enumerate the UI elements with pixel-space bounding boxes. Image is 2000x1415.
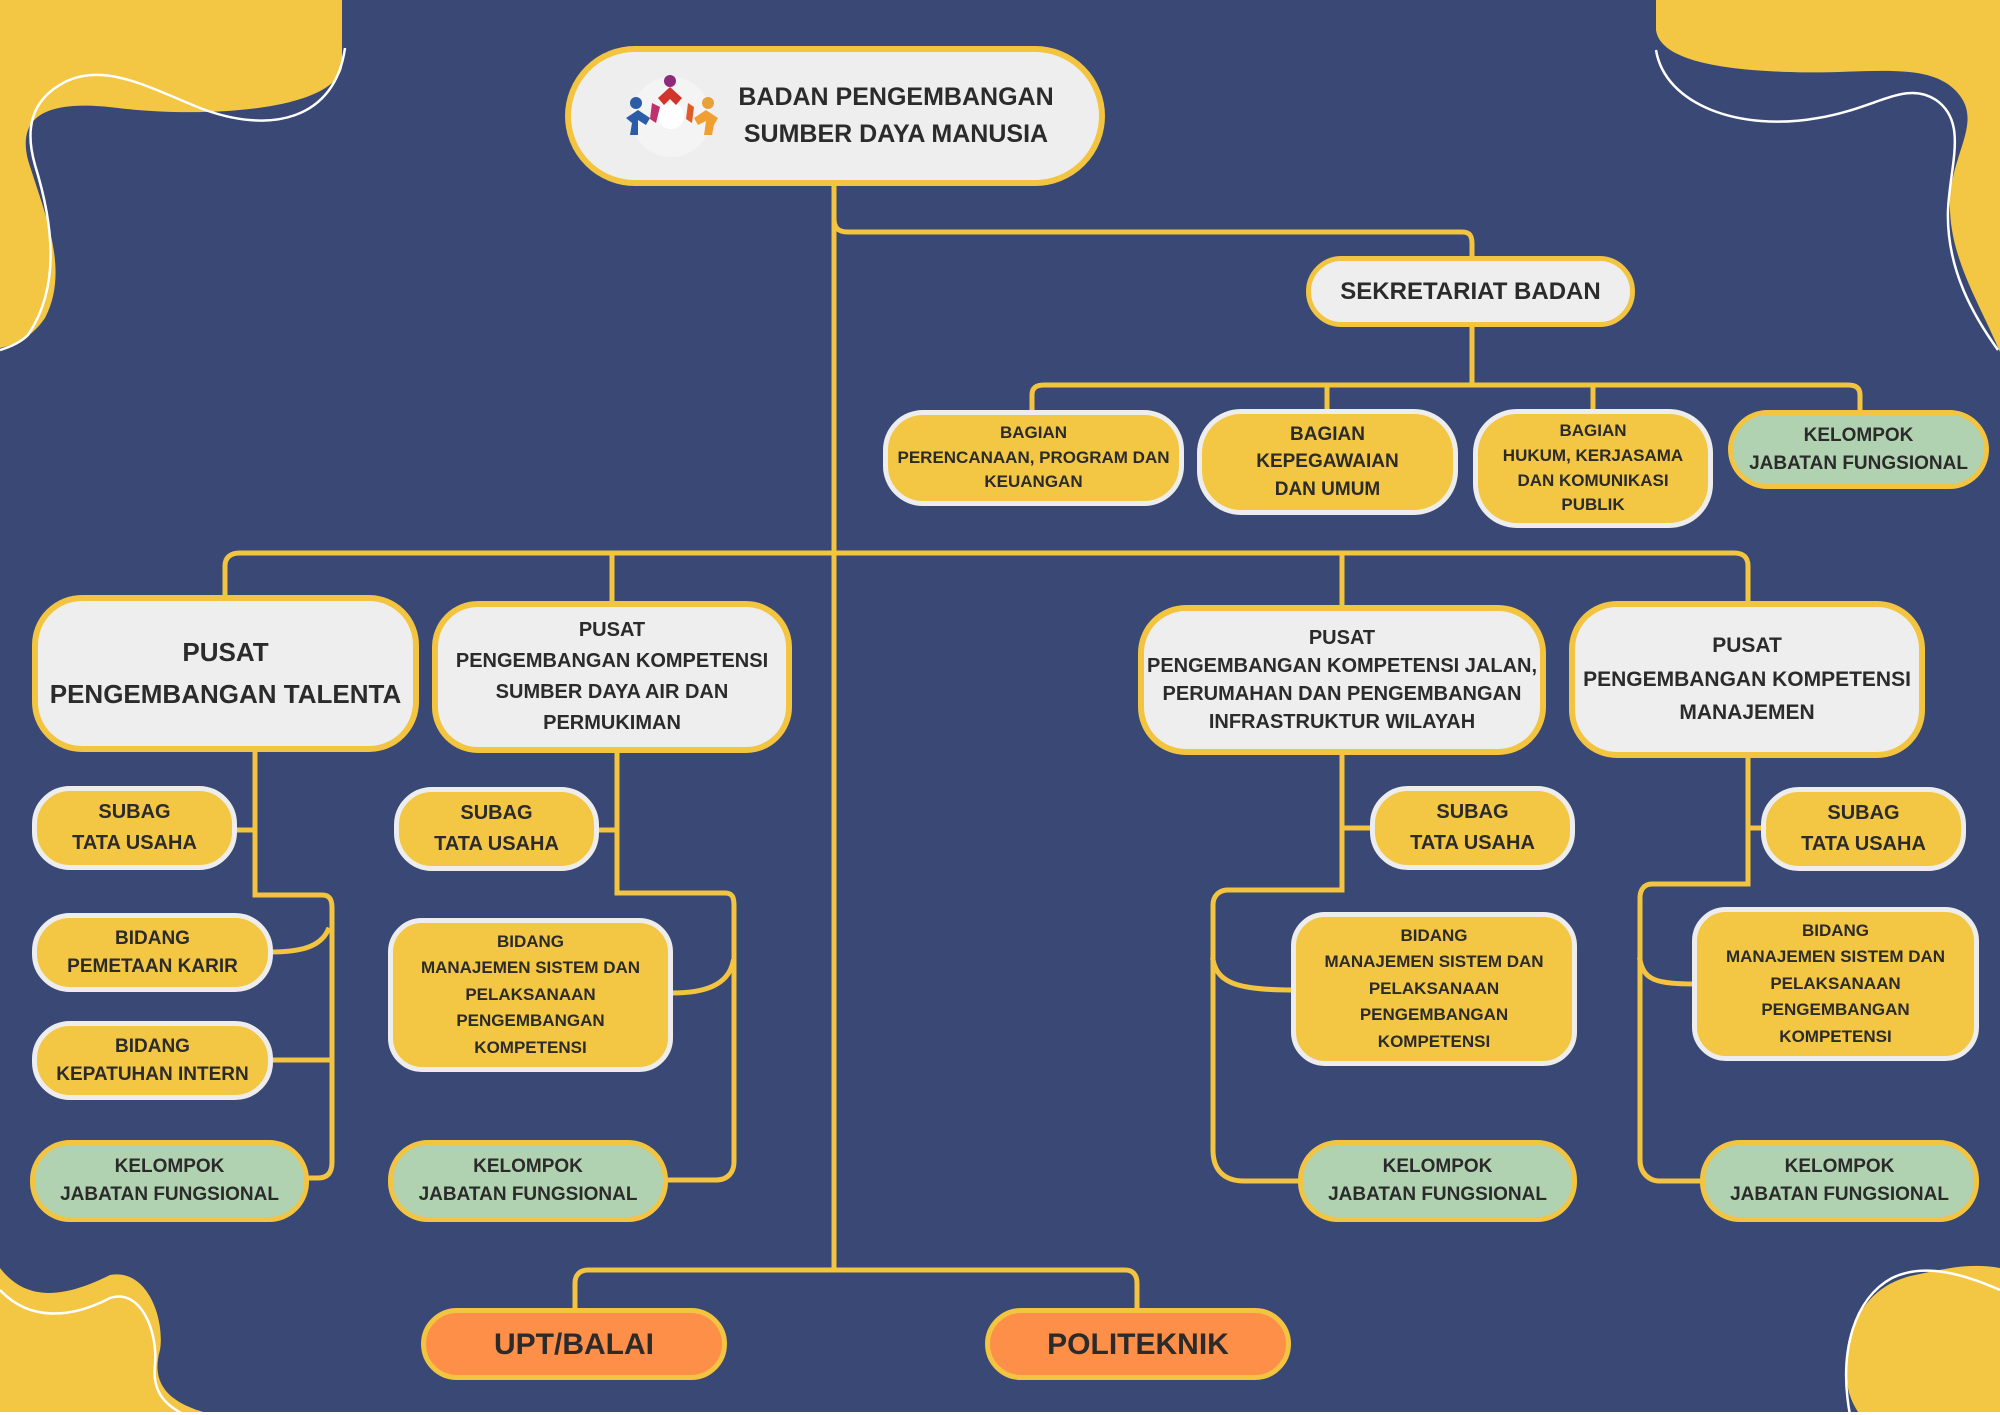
upt-balai-node: UPT/BALAI	[421, 1308, 727, 1380]
pusat-pengembangan-talenta: PUSAT PENGEMBANGAN TALENTA	[32, 595, 419, 752]
unit-label-line: KELOMPOK	[473, 1156, 583, 1178]
unit-label-line: KOMPETENSI	[1377, 1031, 1491, 1051]
unit-label-line: KELOMPOK	[1784, 1156, 1895, 1178]
unit-label-line: KOMPETENSI	[1779, 1026, 1892, 1046]
unit-label-line: MANAJEMEN SISTEM DAN	[420, 958, 641, 978]
unit-label-line: SUBAG	[1436, 801, 1509, 823]
pusat1-subag-tata-usaha: SUBAG TATA USAHA	[32, 786, 237, 870]
pusat-label-line: PUSAT	[578, 619, 646, 641]
unit-label-line: JABATAN FUNGSIONAL	[1749, 452, 1968, 474]
pusat-kompetensi-jalan-perumahan: PUSAT PENGEMBANGAN KOMPETENSI JALAN, PER…	[1138, 605, 1546, 755]
root-title-line-1: BADAN PENGEMBANGAN	[738, 82, 1054, 111]
pusat1-bidang-kepatuhan-intern: BIDANG KEPATUHAN INTERN	[32, 1021, 273, 1100]
unit-label-line: BAGIAN	[999, 423, 1068, 443]
pusat-label-line: PENGEMBANGAN KOMPETENSI JALAN,	[1146, 655, 1538, 677]
pusat-label-line: MANAJEMEN	[1679, 701, 1815, 725]
unit-label-line: KEPEGAWAIAN	[1256, 451, 1399, 473]
unit-label-line: KEUANGAN	[984, 472, 1083, 492]
root-node: BADAN PENGEMBANGAN SUMBER DAYA MANUSIA	[565, 46, 1105, 186]
unit-label-line: BAGIAN	[1290, 423, 1365, 445]
unit-label-line: KELOMPOK	[114, 1156, 225, 1178]
unit-label-line: BAGIAN	[1559, 421, 1627, 441]
people-circle-logo-icon	[626, 75, 719, 157]
pusat-label-line: PUSAT	[1712, 634, 1782, 658]
pusat3-kelompok-jf: KELOMPOK JABATAN FUNGSIONAL	[1298, 1140, 1577, 1222]
unit-label-line: TATA USAHA	[1801, 833, 1926, 855]
unit-label-line: BIDANG	[115, 927, 190, 949]
pusat2-subag-tata-usaha: SUBAG TATA USAHA	[394, 787, 599, 871]
pusat-label-line: PUSAT	[1308, 627, 1376, 649]
unit-label-line: PERENCANAAN, PROGRAM DAN	[897, 447, 1170, 467]
unit-label-line: DAN UMUM	[1274, 478, 1381, 500]
bottom-edge-strip	[0, 1412, 2000, 1415]
pusat-label-line: PENGEMBANGAN KOMPETENSI	[1583, 667, 1911, 691]
unit-label-line: TATA USAHA	[1410, 832, 1535, 854]
sekretariat-node: SEKRETARIAT BADAN	[1306, 256, 1635, 327]
unit-label-line: SUBAG	[460, 802, 533, 824]
unit-label-line: JABATAN FUNGSIONAL	[1730, 1184, 1949, 1205]
politeknik-node: POLITEKNIK	[985, 1308, 1291, 1380]
root-title-line-2: SUMBER DAYA MANUSIA	[743, 120, 1049, 148]
unit-label-line: PELAKSANAAN	[1770, 973, 1901, 993]
pusat2-kelompok-jf: KELOMPOK JABATAN FUNGSIONAL	[388, 1140, 668, 1222]
pusat-kompetensi-sda-permukiman: PUSAT PENGEMBANGAN KOMPETENSI SUMBER DAY…	[432, 601, 792, 753]
pusat-label-line: INFRASTRUKTUR WILAYAH	[1208, 711, 1476, 733]
unit-label-line: MANAJEMEN SISTEM DAN	[1324, 952, 1544, 972]
unit-label-line: BIDANG	[1400, 926, 1468, 946]
unit-label-line: SUBAG	[1827, 802, 1900, 824]
pusat-kompetensi-manajemen: PUSAT PENGEMBANGAN KOMPETENSI MANAJEMEN	[1569, 601, 1925, 758]
unit-label-line: DAN KOMUNIKASI	[1517, 470, 1669, 490]
pusat-label-line: PUSAT	[182, 636, 269, 667]
unit-label-line: BIDANG	[115, 1035, 190, 1057]
pusat-label-line: PENGEMBANGAN KOMPETENSI	[455, 650, 769, 672]
unit-label-line: JABATAN FUNGSIONAL	[1328, 1184, 1547, 1205]
unit-label-line: PUBLIK	[1561, 495, 1625, 515]
unit-label-line: KELOMPOK	[1382, 1156, 1493, 1178]
unit-label-line: JABATAN FUNGSIONAL	[60, 1184, 279, 1205]
pusat-label-line: PENGEMBANGAN TALENTA	[49, 678, 402, 709]
unit-label-line: KELOMPOK	[1803, 424, 1914, 446]
pusat2-bidang-manajemen-sistem: BIDANG MANAJEMEN SISTEM DAN PELAKSANAAN …	[388, 918, 673, 1072]
sekretariat-unit-kelompok-jf: KELOMPOK JABATAN FUNGSIONAL	[1728, 410, 1989, 489]
unit-label-line: SUBAG	[98, 801, 171, 823]
sekretariat-unit-hukum: BAGIAN HUKUM, KERJASAMA DAN KOMUNIKASI P…	[1473, 409, 1713, 528]
pusat-label-line: PERUMAHAN DAN PENGEMBANGAN	[1162, 683, 1522, 705]
unit-label-line: BIDANG	[1801, 921, 1870, 941]
unit-label-line: MANAJEMEN SISTEM DAN	[1725, 947, 1946, 967]
unit-label-line: TATA USAHA	[434, 833, 559, 855]
unit-label-line: HUKUM, KERJASAMA	[1502, 445, 1684, 465]
unit-label-line: PENGEMBANGAN	[1761, 1000, 1910, 1020]
unit-label-line: PELAKSANAAN	[465, 984, 596, 1004]
politeknik-label: POLITEKNIK	[1047, 1327, 1229, 1361]
unit-label-line: TATA USAHA	[72, 832, 197, 854]
unit-label-line: JABATAN FUNGSIONAL	[418, 1184, 638, 1205]
upt-balai-label: UPT/BALAI	[494, 1327, 654, 1361]
pusat3-subag-tata-usaha: SUBAG TATA USAHA	[1370, 786, 1575, 870]
pusat4-bidang-manajemen-sistem: BIDANG MANAJEMEN SISTEM DAN PELAKSANAAN …	[1692, 907, 1979, 1061]
unit-label-line: KOMPETENSI	[474, 1037, 587, 1057]
pusat1-kelompok-jf: KELOMPOK JABATAN FUNGSIONAL	[30, 1140, 309, 1222]
unit-label-line: PEMETAAN KARIR	[67, 955, 238, 977]
pusat4-kelompok-jf: KELOMPOK JABATAN FUNGSIONAL	[1700, 1140, 1979, 1222]
sekretariat-unit-kepegawaian: BAGIAN KEPEGAWAIAN DAN UMUM	[1197, 409, 1458, 515]
unit-label-line: PELAKSANAAN	[1368, 978, 1500, 998]
unit-label-line: BIDANG	[496, 932, 565, 952]
pusat1-bidang-pemetaan-karir: BIDANG PEMETAAN KARIR	[32, 913, 273, 992]
pusat4-subag-tata-usaha: SUBAG TATA USAHA	[1761, 787, 1966, 871]
pusat-label-line: PERMUKIMAN	[543, 712, 681, 734]
pusat3-bidang-manajemen-sistem: BIDANG MANAJEMEN SISTEM DAN PELAKSANAAN …	[1291, 912, 1577, 1066]
pusat-label-line: SUMBER DAYA AIR DAN	[495, 681, 729, 703]
sekretariat-unit-perencanaan: BAGIAN PERENCANAAN, PROGRAM DAN KEUANGAN	[883, 410, 1184, 506]
unit-label-line: KEPATUHAN INTERN	[56, 1063, 249, 1085]
sekretariat-title: SEKRETARIAT BADAN	[1340, 277, 1601, 305]
unit-label-line: PENGEMBANGAN	[1359, 1005, 1509, 1025]
unit-label-line: PENGEMBANGAN	[456, 1011, 605, 1031]
